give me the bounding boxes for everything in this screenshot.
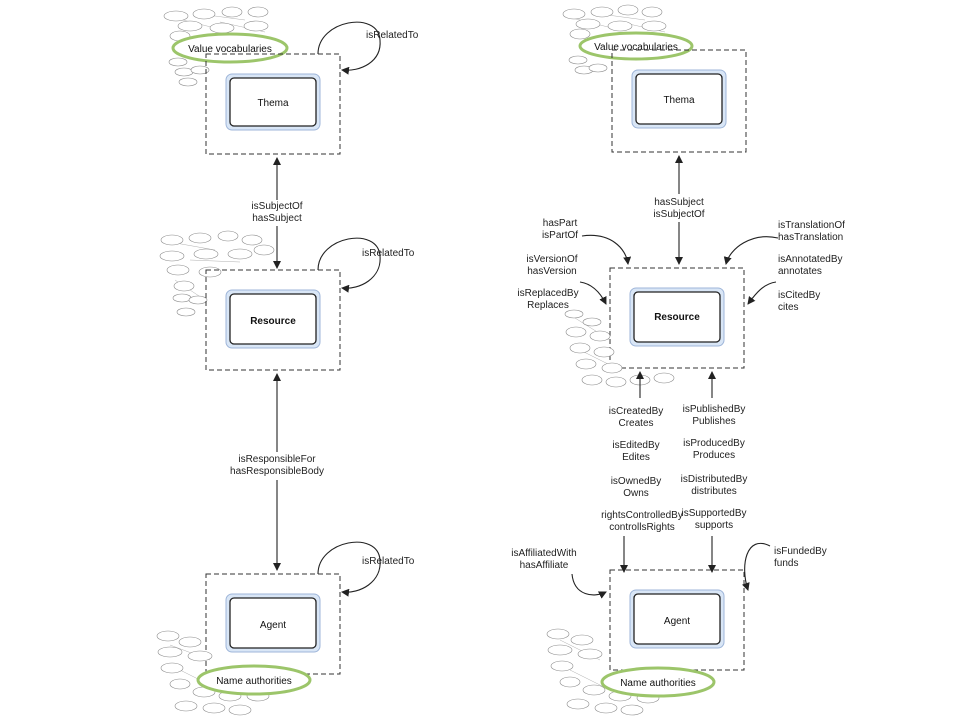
haspart-line-1: hasPart [543, 218, 578, 229]
istranslationof-line-1: isTranslationOf [778, 220, 845, 231]
value-vocabularies-ellipse-right [578, 31, 694, 61]
name-authorities-label: Name authorities [216, 676, 292, 687]
iscreatedby-line-1: isCreatedBy [609, 406, 663, 417]
agent-title-right: Agent [664, 616, 690, 627]
isaffiliatedwith-line-2: hasAffiliate [520, 560, 569, 571]
iseditedby-line-1: isEditedBy [612, 440, 659, 451]
vocab-network-cluster-right-mid [564, 309, 675, 388]
isaffiliatedwith-arrow [571, 573, 607, 599]
thema-frame: Thema [205, 53, 341, 155]
isannotatedby-line-2: annotates [778, 266, 822, 277]
iscreatedby-line-2: Creates [618, 418, 653, 429]
isreplacedby-line-1: isReplacedBy [517, 288, 578, 299]
ispublishedby-line-1: isPublishedBy [683, 404, 746, 415]
thema-self-arrow [317, 21, 381, 75]
istranslationof-line-2: hasTranslation [778, 232, 843, 243]
resource-frame-right: Resource [609, 267, 745, 369]
vocab-network-cluster-right-top [562, 4, 667, 75]
issupportedby-line-1: isSupportedBy [681, 508, 746, 519]
isversionof-line-2: hasVersion [527, 266, 576, 277]
resource-frame: Resource [205, 269, 341, 371]
value-vocabularies-ellipse [171, 32, 289, 64]
ispublishedby-line-2: Publishes [692, 416, 735, 427]
rightscontrolledby-line-1: rightsControlledBy [601, 510, 683, 521]
issupportedby-line-2: supports [695, 520, 733, 531]
isfundedby-line-2: funds [774, 558, 798, 569]
thema-title: Thema [257, 98, 289, 109]
name-authorities-ellipse-right [600, 666, 716, 698]
name-authorities-ellipse [196, 664, 312, 696]
haspart-line-2: isPartOf [542, 230, 578, 241]
isownedby-line-1: isOwnedBy [611, 476, 662, 487]
isownedby-line-2: Owns [623, 488, 649, 499]
thema-title-right: Thema [663, 95, 695, 106]
isproducedby-line-2: Produces [693, 450, 735, 461]
agent-frame-right: Agent [609, 569, 745, 671]
agent-title: Agent [260, 620, 286, 631]
agent-frame: Agent [205, 573, 341, 675]
value-vocabularies-label: Value vocabularies [188, 44, 272, 55]
responsible-rel-line-1: isResponsibleFor [238, 454, 316, 465]
name-authorities-label-right: Name authorities [620, 678, 696, 689]
isproducedby-line-1: isProducedBy [683, 438, 745, 449]
isdistributedby-line-1: isDistributedBy [681, 474, 748, 485]
left-diagram: Value vocabularies Thema isRelatedTo isS… [156, 6, 419, 716]
responsible-rel-line-2: hasResponsibleBody [230, 466, 324, 477]
isreplacedby-arrow [579, 281, 607, 305]
right-diagram: Value vocabularies Thema hasSubject isSu… [511, 4, 845, 716]
isaffiliatedwith-line-1: isAffiliatedWith [511, 548, 576, 559]
rightscontrolledby-line-2: controllsRights [609, 522, 675, 533]
isdistributedby-line-2: distributes [691, 486, 737, 497]
isfundedby-line-1: isFundedBy [774, 546, 827, 557]
isannotatedby-line-1: isAnnotatedBy [778, 254, 843, 265]
resource-self-arrow [317, 237, 381, 293]
resource-title-right: Resource [654, 312, 700, 323]
subject-rel-right-line-2: isSubjectOf [653, 209, 704, 220]
iscitedby-line-1: isCitedBy [778, 290, 820, 301]
thema-frame-right: Thema [611, 49, 747, 153]
subject-rel-line-2: hasSubject [252, 213, 302, 224]
iscitedby-line-2: cites [778, 302, 799, 313]
vocab-network-cluster-left-mid [159, 230, 275, 317]
value-vocabularies-label-right: Value vocabularies [594, 42, 678, 53]
agent-self-arrow [317, 541, 381, 597]
haspart-arrow [581, 234, 632, 265]
iscitedby-arrow [747, 281, 777, 305]
isfundedby-arrow [741, 543, 771, 591]
resource-self-label: isRelatedTo [362, 248, 415, 259]
isreplacedby-line-2: Replaces [527, 300, 569, 311]
istranslationof-arrow [723, 236, 779, 265]
isversionof-line-1: isVersionOf [526, 254, 577, 265]
resource-title: Resource [250, 316, 296, 327]
agent-self-label: isRelatedTo [362, 556, 415, 567]
subject-rel-right-line-1: hasSubject [654, 197, 704, 208]
subject-rel-line-1: isSubjectOf [251, 201, 302, 212]
thema-self-label: isRelatedTo [366, 30, 419, 41]
iseditedby-line-2: Edites [622, 452, 650, 463]
